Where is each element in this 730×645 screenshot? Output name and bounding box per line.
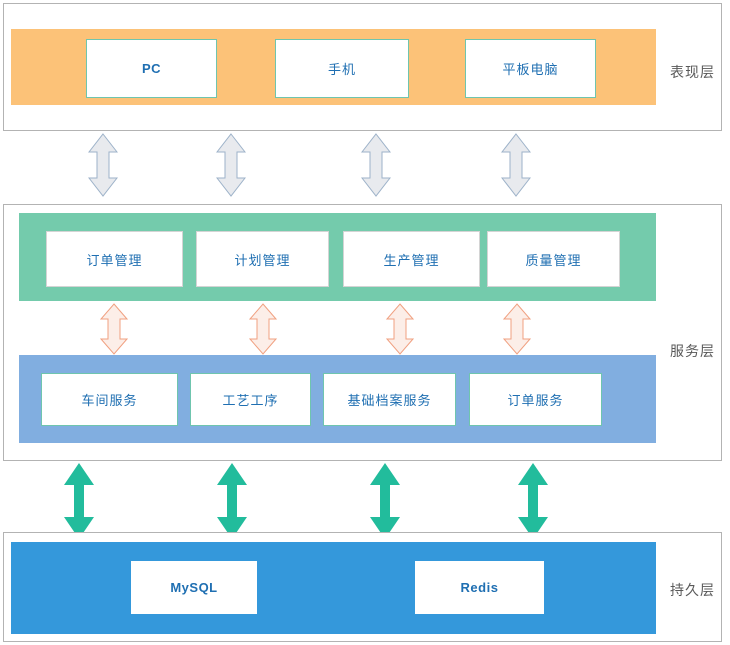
node-production-management[interactable]: 生产管理 (343, 231, 480, 287)
node-mysql[interactable]: MySQL (131, 561, 257, 614)
node-order-service-label: 订单服务 (507, 394, 564, 409)
node-order-management-label: 订单管理 (86, 253, 143, 269)
connector-arrow-business-service-4 (503, 303, 531, 355)
node-order-management[interactable]: 订单管理 (46, 231, 183, 287)
node-quality-management-label: 质量管理 (525, 253, 582, 269)
node-pc-label: PC (141, 61, 162, 76)
node-archive-service[interactable]: 基础档案服务 (323, 373, 456, 426)
connector-arrow-service-persistence-1 (64, 463, 94, 539)
node-production-management-label: 生产管理 (383, 253, 440, 269)
connector-arrow-business-service-3 (386, 303, 414, 355)
node-process-service-label: 工艺工序 (222, 394, 279, 409)
node-mysql-label: MySQL (170, 580, 218, 595)
connector-arrow-presentation-service-4 (501, 133, 531, 197)
layer-caption-service: 服务层 (670, 344, 715, 360)
node-phone-label: 手机 (327, 63, 356, 78)
layer-caption-presentation: 表现层 (670, 65, 715, 81)
node-tablet-label: 平板电脑 (502, 63, 559, 78)
node-quality-management[interactable]: 质量管理 (487, 231, 620, 287)
node-order-service[interactable]: 订单服务 (469, 373, 602, 426)
node-redis-label: Redis (460, 580, 499, 595)
connector-arrow-presentation-service-1 (88, 133, 118, 197)
connector-arrow-presentation-service-2 (216, 133, 246, 197)
connector-arrow-business-service-2 (249, 303, 277, 355)
node-redis[interactable]: Redis (415, 561, 544, 614)
node-phone[interactable]: 手机 (275, 39, 409, 98)
connector-arrow-presentation-service-3 (361, 133, 391, 197)
node-workshop-service[interactable]: 车间服务 (41, 373, 178, 426)
connector-arrow-business-service-1 (100, 303, 128, 355)
layer-caption-persistence: 持久层 (670, 583, 715, 599)
connector-arrow-service-persistence-2 (217, 463, 247, 539)
node-workshop-service-label: 车间服务 (81, 394, 138, 409)
node-process-service[interactable]: 工艺工序 (190, 373, 311, 426)
band-persistence (11, 542, 656, 634)
node-pc[interactable]: PC (86, 39, 217, 98)
connector-arrow-service-persistence-3 (370, 463, 400, 539)
node-archive-service-label: 基础档案服务 (347, 394, 432, 409)
node-tablet[interactable]: 平板电脑 (465, 39, 596, 98)
connector-arrow-service-persistence-4 (518, 463, 548, 539)
node-plan-management-label: 计划管理 (234, 253, 291, 269)
node-plan-management[interactable]: 计划管理 (196, 231, 329, 287)
